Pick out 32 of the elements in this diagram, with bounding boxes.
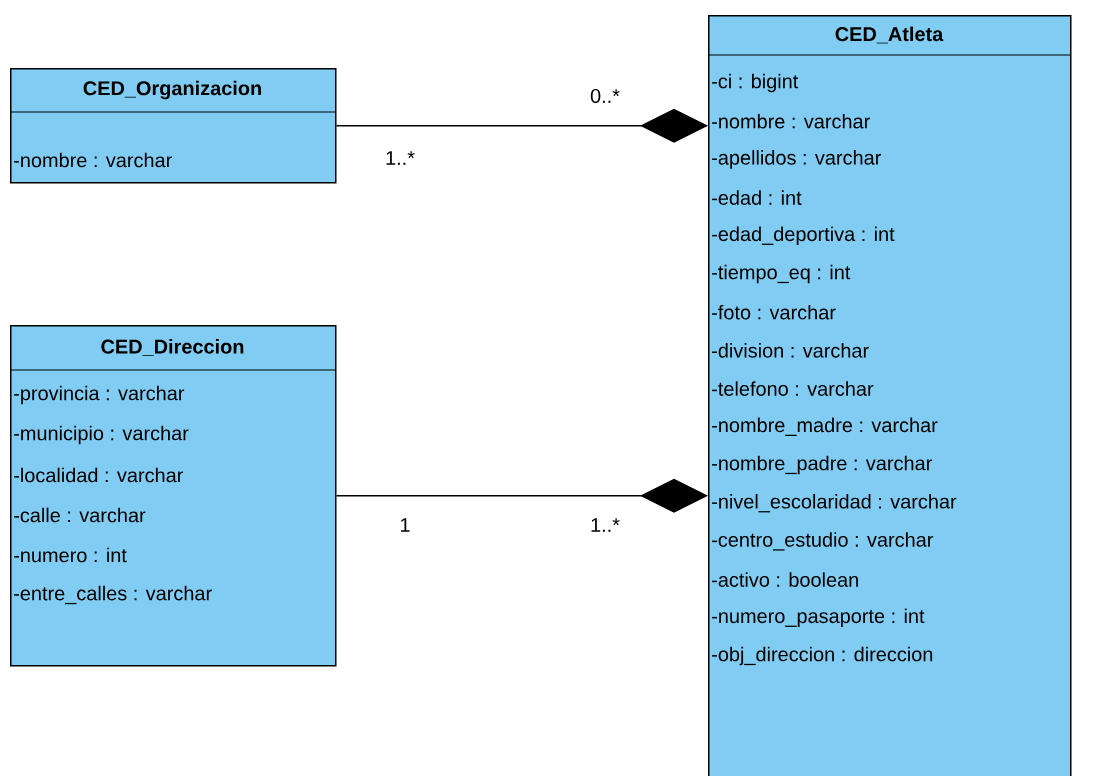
attribute-text: -localidad : varchar [14, 467, 183, 483]
attribute-text: -division : varchar [712, 343, 869, 358]
multiplicity-label: 0..* [590, 88, 620, 104]
class-name: CED_Organizacion [83, 80, 261, 100]
attribute-text: -nombre_madre : varchar [712, 417, 938, 436]
attribute-text: -tiempo_eq : int [712, 264, 851, 284]
multiplicity-label: 1..* [386, 151, 415, 165]
attribute-text: -numero : int [14, 547, 127, 563]
attribute-text: -edad_deportiva : int [712, 226, 895, 246]
class-name: CED_Direccion [101, 339, 244, 356]
multiplicity-label: 1 [401, 518, 410, 532]
composition-line [335, 108, 708, 143]
attribute-text: -telefono : varchar [712, 381, 874, 396]
attribute-text: -nombre : varchar [712, 113, 870, 129]
attribute-text: -obj_direccion : direccion [712, 646, 933, 666]
attribute-text: -municipio : varchar [14, 425, 189, 445]
attribute-text: -edad : int [712, 190, 802, 205]
attribute-text: -numero_pasaporte : int [712, 608, 925, 628]
class-name: CED_Atleta [835, 26, 944, 44]
attribute-text: -calle : varchar [14, 507, 146, 523]
attribute-text: -centro_estudio : varchar [712, 532, 934, 551]
attribute-text: -provincia : varchar [14, 385, 185, 405]
attribute-text: -nivel_escolaridad : varchar [712, 494, 957, 513]
attribute-text: -apellidos : varchar [712, 150, 881, 169]
attribute-text: -nombre_padre : varchar [712, 455, 932, 475]
multiplicity-label: 1..* [591, 518, 620, 532]
attribute-text: -entre_calles : varchar [14, 585, 212, 605]
composition-line [335, 478, 708, 513]
attribute-text: -activo : boolean [712, 572, 858, 587]
attribute-text: -foto : varchar [712, 304, 836, 320]
attribute-text: -ci : bigint [712, 73, 799, 93]
attribute-text: -nombre : varchar [14, 152, 172, 168]
